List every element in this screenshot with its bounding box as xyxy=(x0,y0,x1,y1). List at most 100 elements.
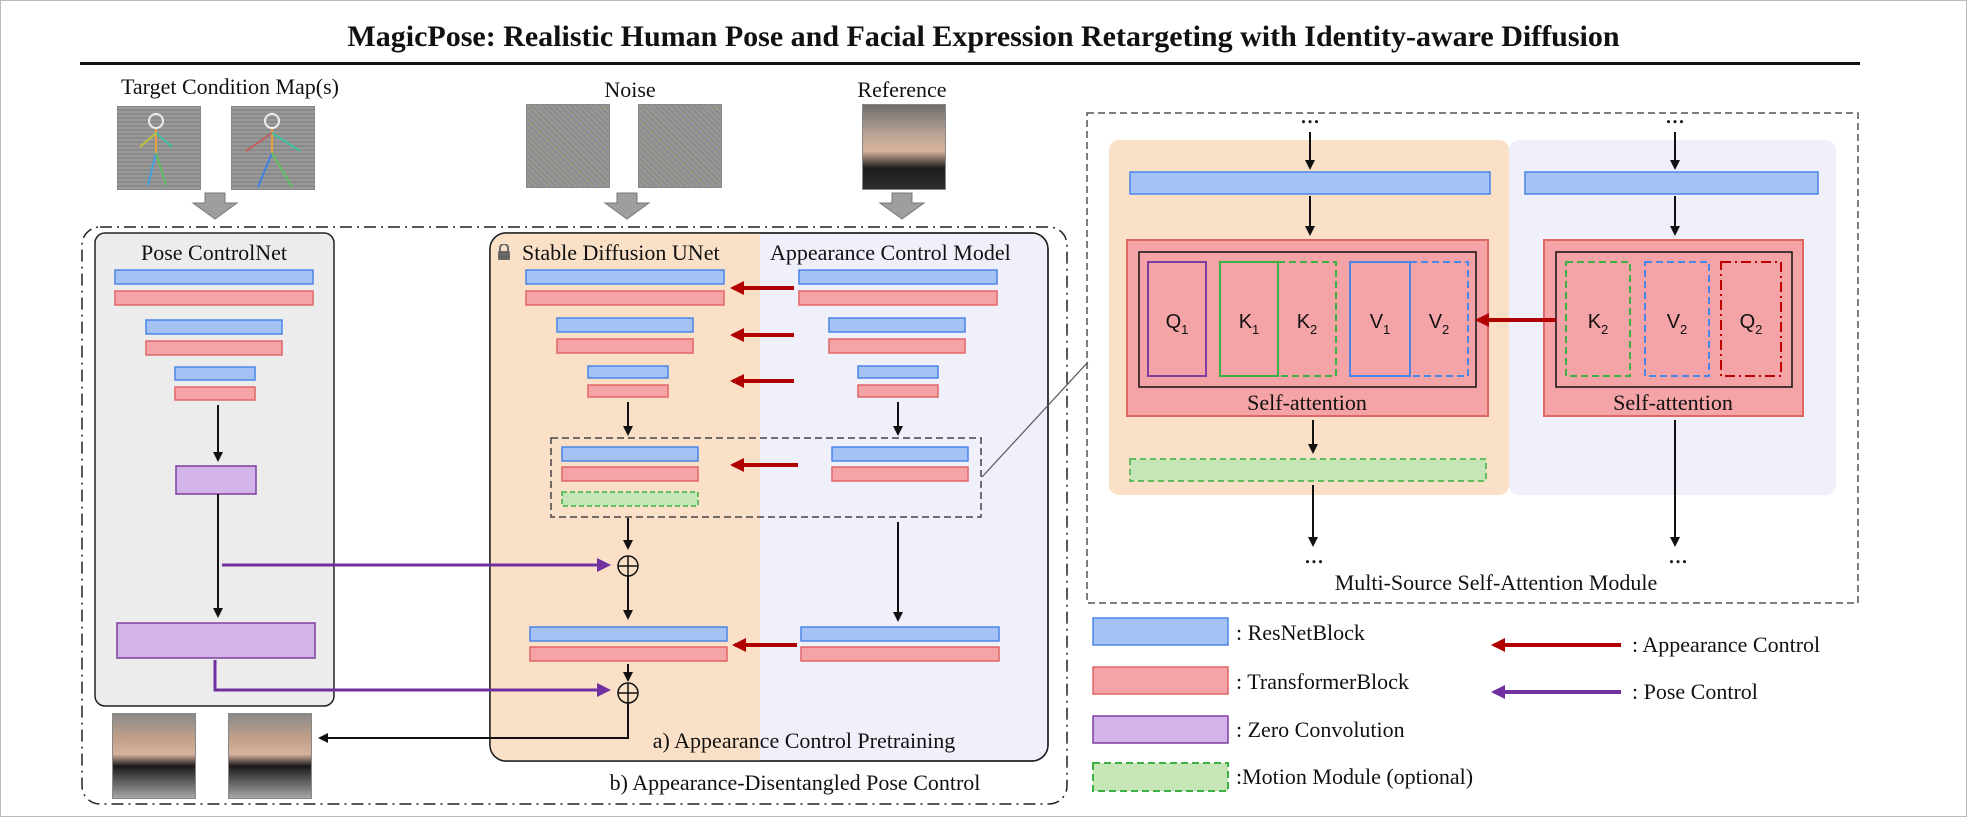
appearance-control-blocks xyxy=(798,269,1000,662)
legend-transformer-swatch xyxy=(1092,666,1229,695)
input-down-arrows xyxy=(191,192,926,220)
zero-convolution-block xyxy=(175,465,257,495)
token-label: K2 xyxy=(1588,311,1609,337)
transformer-block xyxy=(145,340,283,356)
down-arrow-icon xyxy=(603,192,651,220)
transformer-block xyxy=(857,384,939,398)
reference-label: Reference xyxy=(857,77,947,102)
legend xyxy=(1092,617,1621,792)
legend-pose-control-label: : Pose Control xyxy=(1632,679,1758,704)
value-token xyxy=(1409,261,1469,377)
resnet-block xyxy=(529,626,728,642)
noise-image xyxy=(526,104,610,188)
legend-appearance-control-label: : Appearance Control xyxy=(1632,632,1821,657)
target-condition-label: Target Condition Map(s) xyxy=(120,74,340,99)
resnet-block xyxy=(800,626,1000,642)
middle-block-highlight xyxy=(550,437,982,518)
transformer-block xyxy=(828,338,966,354)
legend-zero-conv-label: : Zero Convolution xyxy=(1236,717,1405,742)
legend-zero-conv-swatch xyxy=(1092,715,1229,744)
resnet-block xyxy=(525,269,725,285)
pose-controlnet-title: Pose ControlNet xyxy=(140,240,288,265)
pose-condition-map-image xyxy=(117,106,201,190)
token-label: V1 xyxy=(1370,311,1391,337)
resnet-block xyxy=(145,319,283,335)
reference-image xyxy=(862,104,946,190)
token-label: Q2 xyxy=(1740,311,1763,337)
resnet-block xyxy=(828,317,966,333)
token-label: K2 xyxy=(1297,311,1318,337)
down-arrow-icon xyxy=(191,192,239,220)
token-label: V2 xyxy=(1429,311,1450,337)
appearance-control-model-title: Appearance Control Model xyxy=(770,240,1011,265)
lock-icon xyxy=(498,244,510,260)
zoom-connector xyxy=(981,361,1089,478)
pose-controlnet-blocks xyxy=(114,269,316,659)
stable-diffusion-unet-title: Stable Diffusion UNet xyxy=(522,240,720,265)
noise-label: Noise xyxy=(604,77,656,102)
self-attention-label: Self-attention xyxy=(1613,390,1733,415)
motion-module-block xyxy=(1129,458,1487,482)
transformer-block xyxy=(114,290,314,306)
unet-blocks xyxy=(525,269,728,704)
token-label: V2 xyxy=(1667,311,1688,337)
resnet-block xyxy=(831,446,969,462)
ellipsis-bottom: ... xyxy=(1304,540,1324,569)
caption-appearance-control-pretraining: a) Appearance Control Pretraining xyxy=(652,728,956,753)
transformer-block xyxy=(587,384,669,398)
transformer-block xyxy=(174,386,256,401)
resnet-block xyxy=(174,366,256,381)
figure-title: MagicPose: Realistic Human Pose and Faci… xyxy=(347,20,1620,53)
self-attention-label: Self-attention xyxy=(1247,390,1367,415)
legend-transformer-label: : TransformerBlock xyxy=(1236,669,1409,694)
zero-convolution-block xyxy=(116,622,316,659)
token-label: Q1 xyxy=(1166,311,1189,337)
legend-motion-swatch xyxy=(1092,762,1229,792)
resnet-block xyxy=(857,365,939,379)
attention-module-frame xyxy=(1086,112,1859,604)
caption-appearance-disentangled-pose-control: b) Appearance-Disentangled Pose Control xyxy=(609,770,981,795)
ellipsis-top: ... xyxy=(1300,100,1320,129)
attention-module-caption: Multi-Source Self-Attention Module xyxy=(1334,570,1658,595)
transformer-block xyxy=(831,466,969,482)
pose-control-arrows xyxy=(213,558,611,697)
resnet-block xyxy=(561,446,699,462)
output-image xyxy=(112,713,196,799)
pose-condition-map-image xyxy=(231,106,315,190)
output-arrow xyxy=(318,703,629,743)
output-image xyxy=(228,713,312,799)
stick-figure-icon xyxy=(139,113,173,186)
resnet-block xyxy=(1524,171,1819,195)
transformer-block xyxy=(798,290,998,306)
appearance-control-arrows xyxy=(730,281,798,652)
key-token xyxy=(1565,261,1631,377)
query-token xyxy=(1147,261,1207,377)
key-token xyxy=(1277,261,1337,377)
resnet-block xyxy=(114,269,314,285)
legend-resnet-label: : ResNetBlock xyxy=(1236,620,1365,645)
legend-motion-label: :Motion Module (optional) xyxy=(1236,764,1474,789)
token-label: K1 xyxy=(1239,311,1260,337)
query-token xyxy=(1720,261,1782,377)
transformer-block xyxy=(529,646,728,662)
ellipsis-top: ... xyxy=(1665,100,1685,129)
legend-resnet-swatch xyxy=(1092,617,1229,646)
pose-control-frame xyxy=(81,226,1068,805)
motion-module-block xyxy=(561,491,699,507)
transformer-block xyxy=(525,290,725,306)
value-token xyxy=(1644,261,1710,377)
ellipsis-bottom: ... xyxy=(1668,540,1688,569)
resnet-block xyxy=(1129,171,1491,195)
title-rule xyxy=(80,62,1860,65)
token-labels: Q1 K1 K2 V1 V2 K2 V2 Q2 xyxy=(1166,311,1763,337)
stick-figure-icon xyxy=(245,113,301,188)
resnet-block xyxy=(798,269,998,285)
transformer-block xyxy=(800,646,1000,662)
down-arrow-icon xyxy=(878,192,926,220)
transformer-block xyxy=(556,338,694,354)
noise-image xyxy=(638,104,722,188)
transformer-block xyxy=(561,466,699,482)
resnet-block xyxy=(587,365,669,379)
resnet-block xyxy=(556,317,694,333)
